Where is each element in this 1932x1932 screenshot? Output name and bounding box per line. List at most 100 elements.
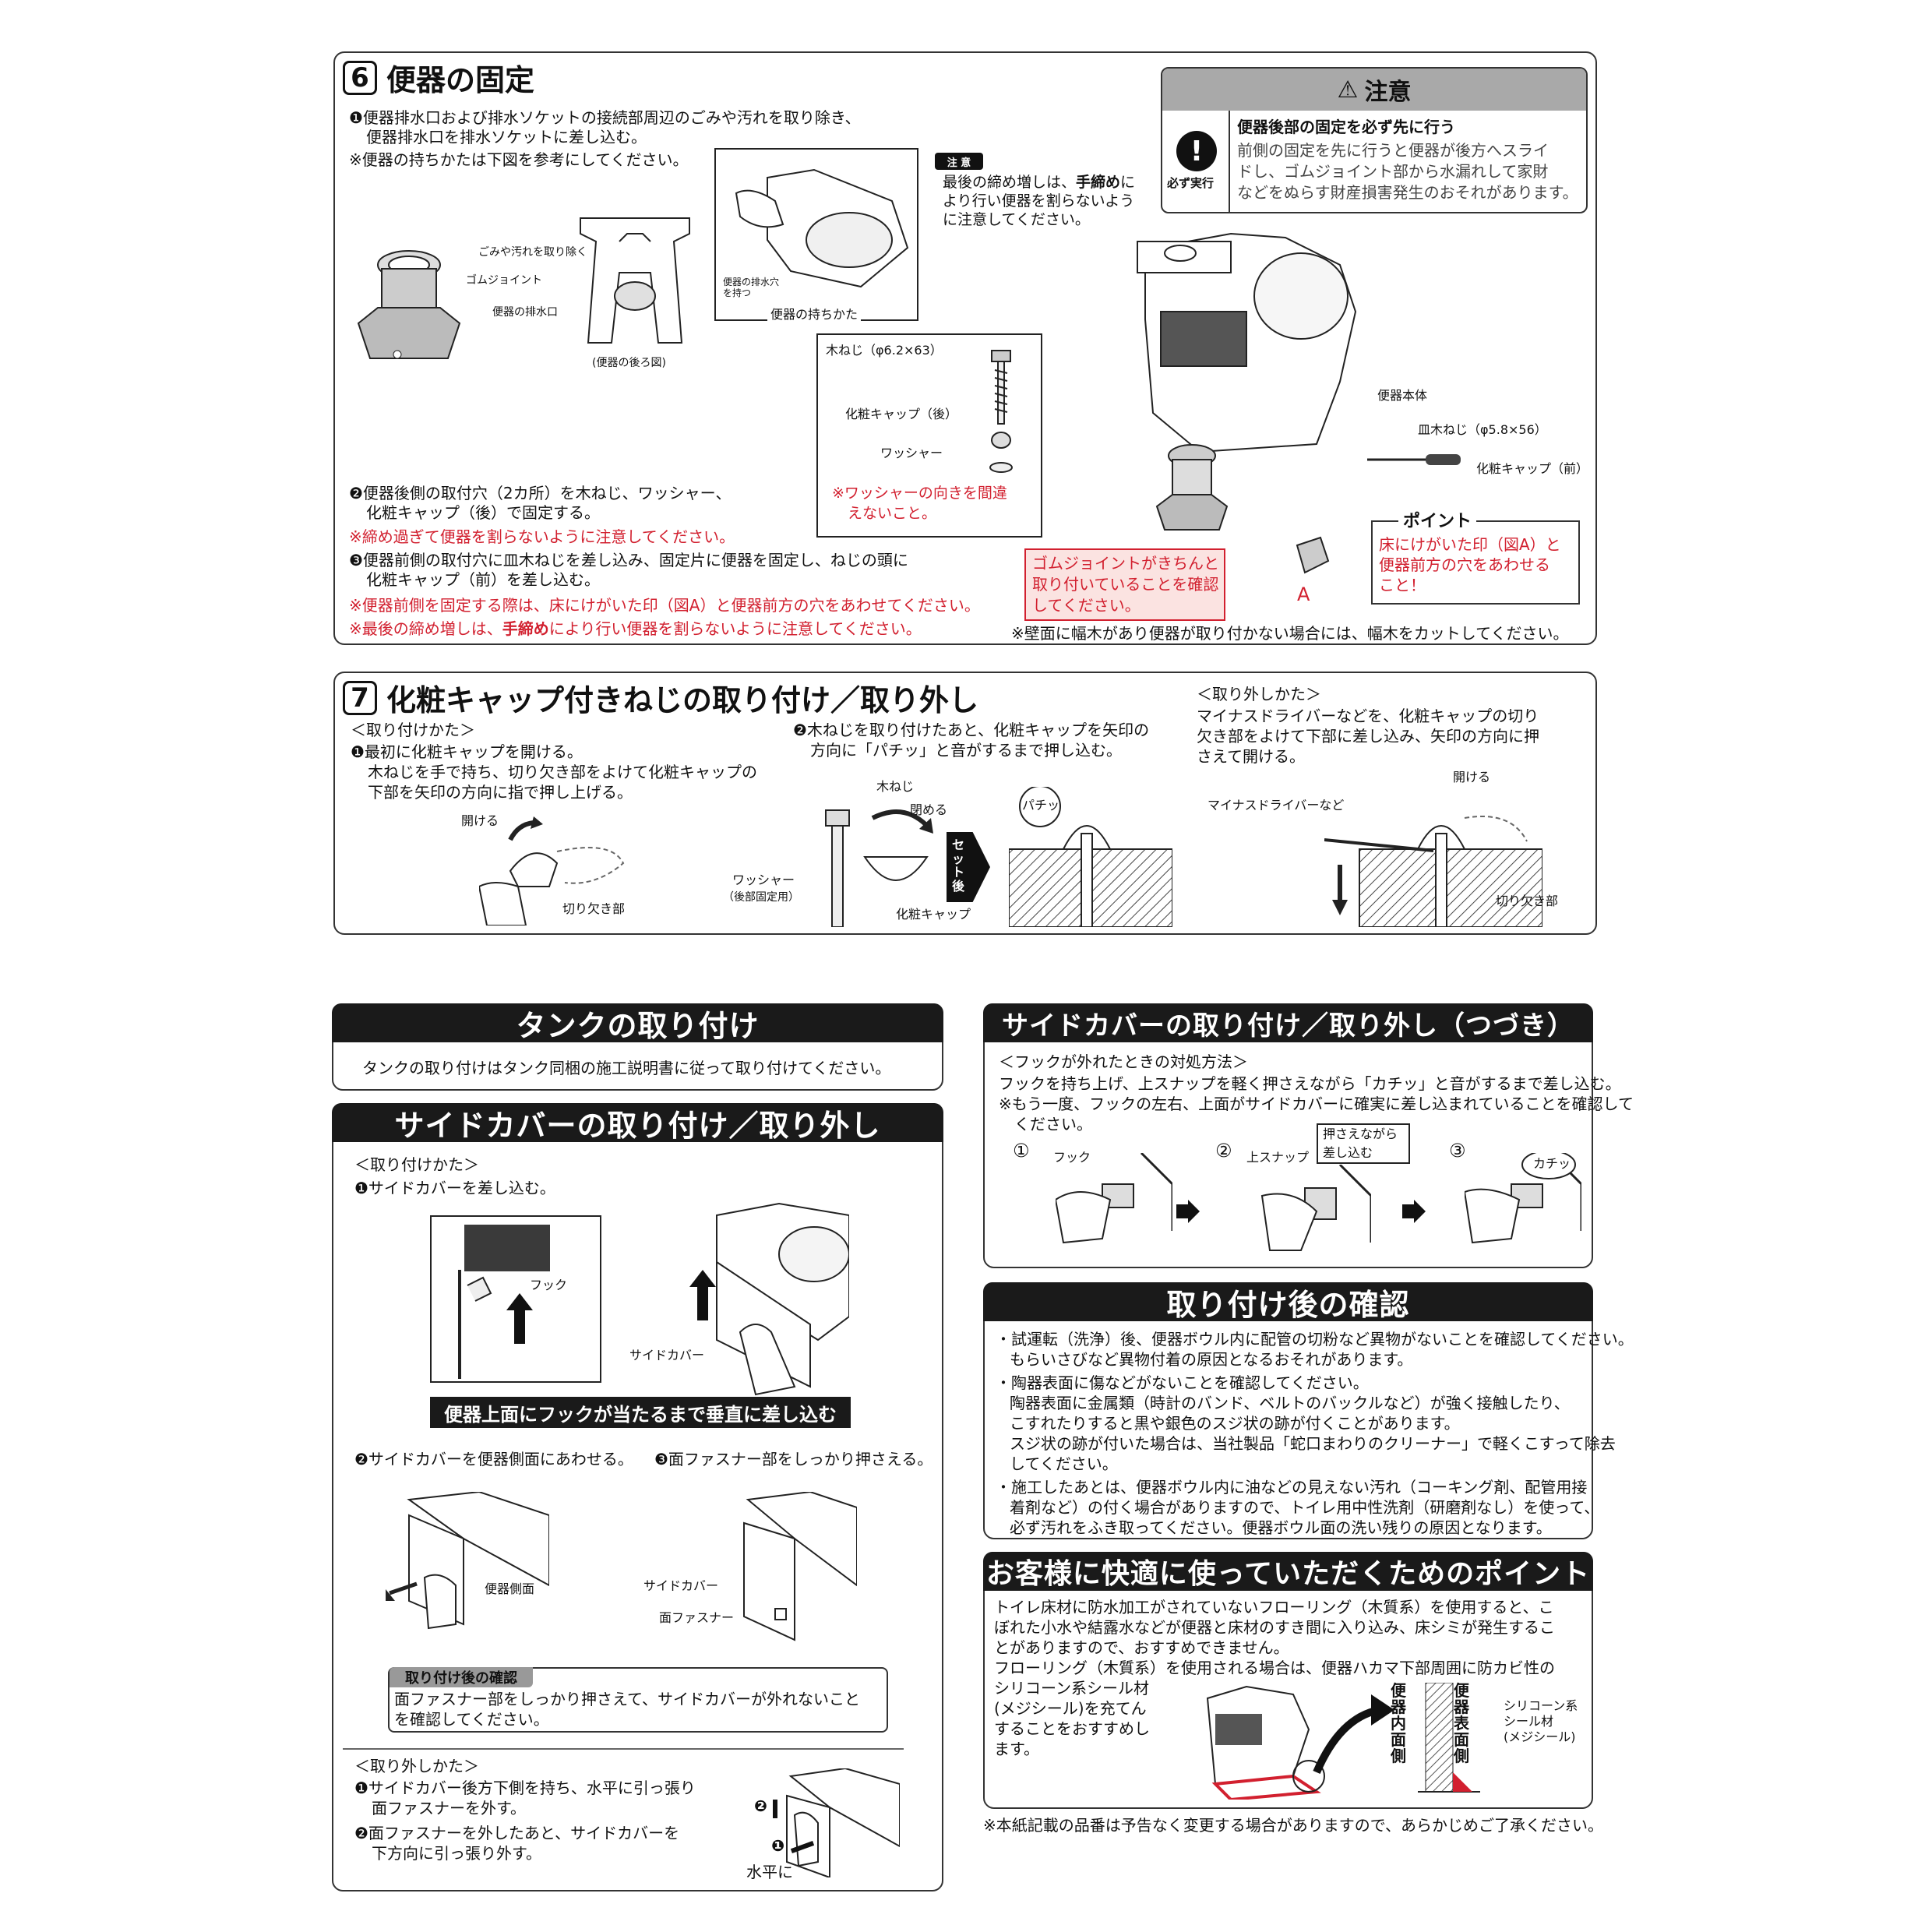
step-circle-3: ③ (1449, 1140, 1466, 1162)
warning-box: ⚠注意 (1161, 67, 1588, 213)
hook-fix-step1-illustration (1056, 1153, 1172, 1244)
confirm-b3-line3: 必ず汚れをふき取ってください。便器ボウル面の洗い残りの原因となります。 (1010, 1518, 1552, 1537)
lbl-outer-side: 便器表面側 (1454, 1681, 1469, 1765)
lbl-washer-7: ワッシャー (732, 873, 795, 887)
confirm-b1-line2: もらいさびなど異物付着の原因となるおそれがあります。 (1010, 1350, 1413, 1369)
lbl-open: 開ける (461, 813, 499, 828)
side-confirm-box (388, 1667, 888, 1733)
caution-text-line1: 最後の締め増しは、手締めに (943, 174, 1136, 191)
caution-tag: 注 意 (935, 153, 983, 170)
side-remove-2-line1: ❷面ファスナーを外したあと、サイドカバーを (354, 1824, 680, 1842)
must-do-label: 必ず実行 (1167, 176, 1215, 190)
footer-note: ※本紙記載の品番は予告なく変更する場合がありますので、あらかじめご了承ください。 (983, 1816, 1603, 1835)
sealant-arrow-illustration (1313, 1694, 1394, 1774)
lbl-hook: フック (530, 1278, 568, 1292)
lbl-mark-a: A (1297, 583, 1310, 605)
socket-under-toilet-illustration (1155, 444, 1229, 531)
comfort-line6: (メジシール)を充てん (994, 1699, 1147, 1718)
side-step3: ❸面ファスナー部をしっかり押さえる。 (654, 1450, 933, 1468)
side-cover-title-band: サイドカバーの取り付け／取り外し (332, 1103, 943, 1143)
fixing-piece-illustration (1296, 536, 1330, 574)
side-remove-2-line2: 下方向に引っ張り外す。 (372, 1844, 541, 1863)
s6-step1-line1: ❶便器排水口および排水ソケットの接続部周辺のごみや汚れを取り除き、 (349, 108, 861, 127)
s7-a1-line2: 木ねじを手で持ち、切り欠き部をよけて化粧キャップの (368, 763, 757, 781)
point-line1: 床にけがいた印（図A）と (1379, 535, 1561, 554)
toilet-main-illustration (1137, 232, 1357, 453)
lbl-hold-hole: 便器の排水穴 を持つ (723, 277, 780, 299)
lbl-pachi: パチッ (1022, 798, 1060, 813)
section-number: 6 (343, 60, 377, 95)
s7-a2-line2: 方向に「パチッ」と音がするまで押し込む。 (810, 741, 1122, 760)
lbl-dirt: ごみや汚れを取り除く (478, 246, 587, 259)
lbl-side-cover: サイドカバー (629, 1348, 705, 1363)
confirm-title-band: 取り付け後の確認 (983, 1282, 1593, 1322)
side-attach-head: ＜取り付けかた＞ (354, 1155, 479, 1174)
confirm-b1-line1: ・試運転（洗浄）後、便器ボウル内に配管の切粉など異物がないことを確認してください… (996, 1330, 1634, 1349)
comfort-line7: することをおすすめし (994, 1719, 1150, 1738)
comfort-line8: ます。 (994, 1740, 1039, 1758)
s6-step3-line2: 化粧キャップ（前）を差し込む。 (366, 570, 600, 589)
drain-socket-illustration (357, 250, 461, 359)
warning-header: ⚠注意 (1162, 69, 1586, 111)
lbl-seal-line3: (メジシール) (1504, 1729, 1576, 1744)
comfort-line5: シリコーン系シール材 (994, 1679, 1149, 1698)
confirm-b2-line3: こすれたりすると黒や銀色のスジ状の跡が付くことがあります。 (1010, 1414, 1460, 1433)
lbl-holding: 便器の持ちかた (767, 307, 862, 323)
side-confirm-tag: 取り付け後の確認 (390, 1667, 533, 1687)
s6-step3-line1: ❸便器前側の取付穴に皿木ねじを差し込み、固定片に便器を固定し、ねじの頭に (349, 551, 908, 569)
s6-step2-warning: ※締め過ぎて便器を割らないように注意してください。 (349, 527, 735, 546)
step-circle-1: ① (1013, 1140, 1030, 1162)
sealant-section-illustration (1418, 1683, 1480, 1793)
cap-open-illustration (479, 816, 625, 925)
s7-remove-line1: マイナスドライバーなどを、化粧キャップの切り (1197, 707, 1539, 725)
lbl-cap-front: 化粧キャップ（前） (1476, 461, 1589, 476)
confirm-b3-line2: 着剤など）の付く場合がありますので、トイレ用中性洗剤（研磨剤なし）を使って、 (1010, 1498, 1600, 1517)
s7-remove-head: ＜取り外しかた＞ (1197, 685, 1321, 703)
point-line3: こと！ (1379, 576, 1426, 594)
must-do-icon: ! (1176, 131, 1217, 171)
lbl-seal-line1: シリコーン系 (1504, 1698, 1578, 1713)
lbl-after-set: セット後 (952, 837, 965, 894)
lbl-body: 便器本体 (1377, 388, 1428, 403)
side-cover-press-illustration (743, 1492, 857, 1641)
lbl-notch-2: 切り欠き部 (1496, 894, 1559, 908)
lbl-press-line1: 押さえながら (1323, 1126, 1398, 1141)
side-hook-dark-block (464, 1225, 550, 1271)
s7-a1-line1: ❶最初に化粧キャップを開ける。 (351, 742, 583, 761)
insert-banner: 便器上面にフックが当たるまで垂直に差し込む (430, 1397, 851, 1428)
side-confirm-line2: を確認してください。 (394, 1710, 549, 1729)
hook-fix-step3-illustration (1465, 1153, 1581, 1244)
lbl-upper-snap: 上スナップ (1246, 1150, 1310, 1165)
wood-screw-illustration (989, 350, 1013, 473)
side-remove-1-line1: ❶サイドカバー後方下側を持ち、水平に引っ張り (354, 1779, 696, 1797)
warning-line2: ドし、ゴムジョイント部から水漏れして家財 (1237, 162, 1549, 181)
tank-title-band: タンクの取り付け (332, 1003, 943, 1043)
lbl-remove-n2: ❷ (754, 1796, 767, 1815)
s6-step2-line1: ❷便器後側の取付穴（2カ所）を木ねじ、ワッシャー、 (349, 484, 732, 502)
lbl-open-2: 開ける (1453, 770, 1491, 784)
s7-a1-line3: 下部を矢印の方向に指で押し上げる。 (368, 783, 633, 802)
section-number: 7 (343, 680, 377, 715)
comfort-title-band: お客様に快適に使っていただくためのポイント (983, 1552, 1593, 1591)
side-cover-insert-illustration (689, 1202, 849, 1396)
point-title: ポイント (1398, 511, 1477, 534)
lbl-gomu-joint: ゴムジョイント (466, 274, 542, 287)
point-line2: 便器前方の穴をあわせる (1379, 555, 1550, 574)
sealant-toilet-illustration (1206, 1685, 1325, 1800)
side2-line2: ※もう一度、フックの左右、上面がサイドカバーに確実に差し込まれていることを確認し… (999, 1095, 1634, 1113)
press-label-box (1317, 1123, 1410, 1164)
step-circle-2: ② (1215, 1140, 1232, 1162)
lbl-kachi: カチッ (1533, 1156, 1571, 1171)
confirm-panel (983, 1282, 1593, 1539)
s7-attach-head: ＜取り付けかた＞ (351, 721, 475, 739)
toilet-back-view-illustration (580, 217, 690, 344)
side-remove-1-line2: 面ファスナーを外す。 (372, 1799, 526, 1817)
section-7-title: 7 化粧キャップ付きねじの取り付け／取り外し (343, 676, 978, 719)
warning-heading: 便器後部の固定を必ず先に行う (1237, 118, 1455, 136)
side2-line3: ください。 (1014, 1115, 1092, 1133)
side-step1: ❶サイドカバーを差し込む。 (354, 1179, 555, 1197)
lbl-washer: ワッシャー (880, 446, 943, 460)
gomu-joint-bubble: ゴムジョイントがきちんと 取り付いていることを確認 してください。 (1024, 548, 1225, 621)
lbl-inner-side: 便器内面側 (1391, 1681, 1406, 1765)
comfort-line2: ぼれた小水や結露水などが便器と床材のすき間に入り込み、床シミが発生するこ (994, 1618, 1555, 1637)
